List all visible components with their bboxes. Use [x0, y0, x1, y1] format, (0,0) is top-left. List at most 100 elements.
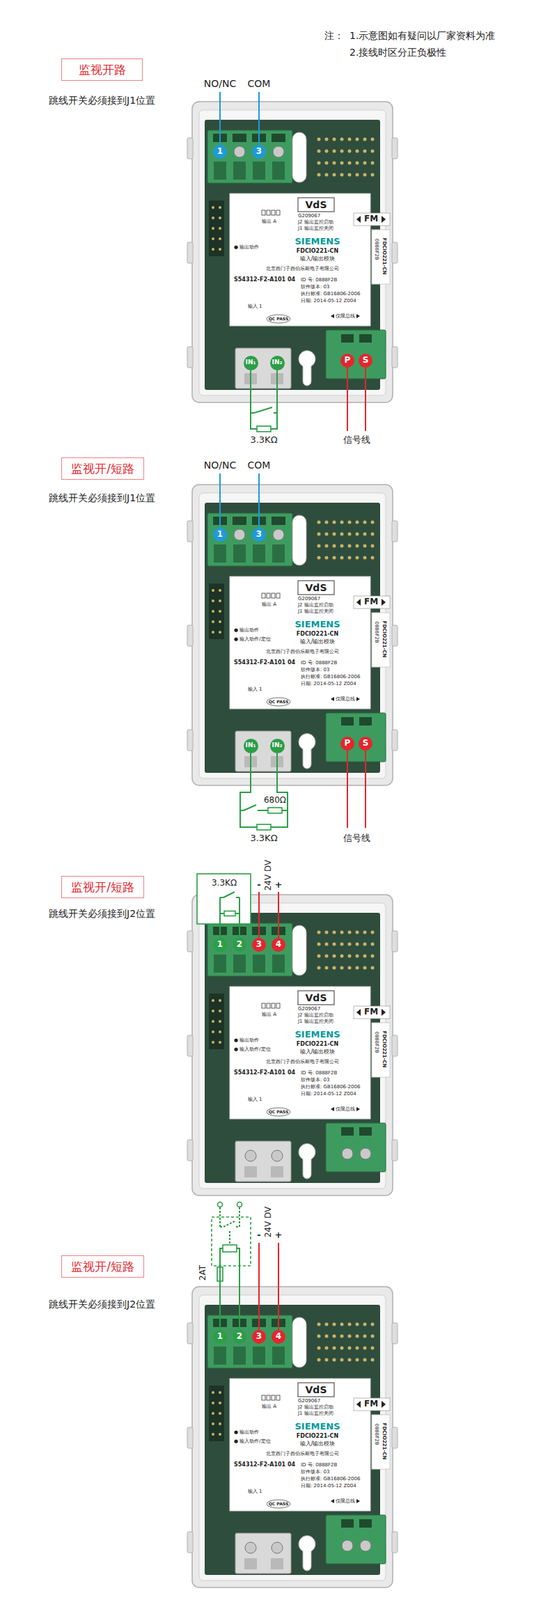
- device-print: 输入/输出模块: [300, 1048, 336, 1055]
- node-text: 监视开/短路: [71, 462, 135, 476]
- wire: [219, 897, 221, 914]
- terminal-hole: [252, 954, 266, 973]
- resistor-symbol: [268, 807, 282, 814]
- leader-line: [258, 91, 260, 146]
- header-pin: [218, 588, 222, 592]
- bus-terminal-block: [325, 330, 386, 379]
- switch-symbol: [223, 891, 235, 898]
- header-pin: [211, 1040, 215, 1044]
- header-pin: [332, 966, 337, 970]
- device-print: 输入/输出模块: [300, 255, 336, 262]
- header-pin: [348, 544, 352, 548]
- device-print: G209067: [297, 1006, 321, 1012]
- header-pin: [348, 173, 352, 177]
- header-pin: [211, 1411, 215, 1415]
- fm-frame: [353, 1006, 390, 1019]
- mounting-slot: [292, 515, 307, 566]
- wire: [240, 753, 288, 828]
- terminal-screw: [245, 1150, 257, 1162]
- terminal-hole: [213, 954, 227, 973]
- header-pin: [348, 954, 352, 958]
- header-pin: [211, 226, 215, 230]
- terminal-screw: [341, 1148, 353, 1160]
- node-text: 1: [217, 939, 223, 949]
- header-pin: [355, 1346, 360, 1350]
- io-module: [187, 101, 398, 403]
- header-pin: [340, 1334, 344, 1339]
- header-pin: [355, 556, 360, 560]
- terminal-slot: [232, 133, 247, 143]
- node-text: IN₂: [272, 359, 283, 367]
- keyhole: [298, 350, 316, 386]
- header-pin: [332, 1334, 337, 1339]
- housing-clip: [187, 1035, 193, 1057]
- jumper-icon: [276, 1003, 280, 1009]
- switch-symbol: [236, 1226, 240, 1228]
- header-pin: [218, 216, 222, 220]
- device-print: 北京西门子西伯乐斯电子有限公司: [265, 265, 340, 272]
- header-pin: [340, 532, 344, 537]
- header-pin: [348, 930, 352, 935]
- header-pin: [211, 630, 215, 634]
- header-pin: [348, 1334, 352, 1339]
- leader-line: [258, 473, 260, 529]
- device-print: S54312-F2-A101 04: [233, 276, 296, 283]
- device-print: 输出 A: [261, 218, 277, 225]
- header-pin: [371, 966, 375, 970]
- header-pin: [371, 1322, 375, 1327]
- device-print: VdS: [305, 199, 328, 211]
- fm-arrow: [381, 598, 386, 606]
- header-pin: [363, 930, 367, 935]
- housing: [192, 894, 393, 1196]
- mounting-slot: [292, 1317, 307, 1368]
- device-print: FDCIO221-CN: [296, 630, 339, 638]
- housing-clip: [187, 729, 193, 751]
- bus-terminal-block: [325, 1122, 386, 1172]
- switch-symbol: [220, 1226, 224, 1228]
- header-pin: [363, 149, 367, 154]
- terminal-screw: [359, 1540, 372, 1552]
- resistor-symbol: [224, 911, 236, 917]
- header-pin: [363, 966, 367, 970]
- jumper-icon: [276, 210, 280, 216]
- header-pin: [340, 966, 344, 970]
- header-pin: [211, 999, 215, 1002]
- note-text: 1.示意图如有疑问以厂家资料为准: [349, 29, 495, 42]
- terminal-screw: [272, 529, 285, 541]
- resistor-value: 680Ω: [263, 795, 287, 806]
- header-pin: [355, 137, 360, 142]
- switch-symbol: [273, 412, 278, 414]
- header-pin: [325, 137, 329, 142]
- header-pin: [218, 1422, 222, 1426]
- node-text: 监视开路: [78, 63, 127, 77]
- terminal-hole: [270, 1558, 284, 1570]
- header-pin: [348, 942, 352, 947]
- device-print: G209067: [297, 595, 321, 602]
- relay-wire: [238, 1207, 241, 1227]
- header-pin: [340, 149, 344, 154]
- header-pin: [325, 1334, 329, 1339]
- terminal-circle: IN₁: [243, 738, 259, 754]
- header-pin: [317, 954, 321, 958]
- terminal-circle: 3: [252, 1329, 266, 1344]
- device-print: J2 输出监控启动: [297, 219, 334, 225]
- header-pin: [348, 532, 352, 537]
- header-pin: [317, 520, 321, 525]
- header-pin: [348, 520, 352, 525]
- device-print: S54312-F2-A101 04: [233, 1461, 296, 1468]
- node-text: S: [362, 738, 369, 748]
- device-print: SIEMENS: [294, 619, 340, 631]
- node-text: 2: [236, 939, 243, 949]
- resistor-symbol: [256, 426, 271, 432]
- wire: [220, 1248, 240, 1330]
- header-pin: [371, 954, 375, 958]
- housing: [192, 1286, 393, 1588]
- header-pin: [218, 599, 222, 603]
- bus-terminal-block: [325, 1514, 386, 1564]
- device-print: SIEMENS: [294, 1029, 340, 1041]
- header-pin: [363, 1358, 367, 1362]
- input-terminal-block: [235, 1141, 292, 1182]
- header-pin: [317, 556, 321, 560]
- header-pin: [317, 544, 321, 548]
- header-pin: [371, 532, 375, 537]
